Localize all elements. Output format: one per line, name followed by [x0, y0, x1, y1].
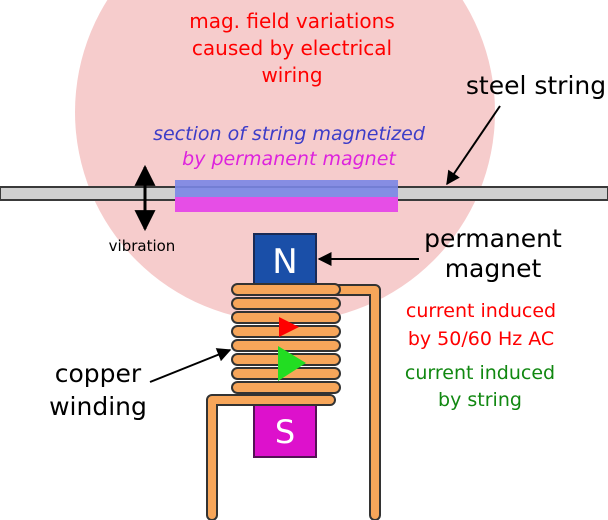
magnet-n-label: N [272, 242, 297, 282]
field-label-line1: mag. field variations [189, 9, 395, 33]
field-variation-region [75, 0, 495, 322]
current-ac-label-line1: current induced [406, 300, 556, 322]
string-current-arrow-icon [278, 346, 306, 381]
copper-label-line2: winding [49, 392, 147, 421]
section-label-line1: section of string magnetized [153, 123, 426, 145]
current-string-label-line1: current induced [405, 362, 555, 384]
magnet-n-block [253, 233, 317, 285]
steel-string-label: steel string [466, 71, 606, 100]
current-ac-label-line2: by 50/60 Hz AC [408, 328, 554, 350]
magnet-s-label: S [275, 413, 295, 451]
current-string-label-line2: by string [438, 389, 522, 411]
magnetized-section-top [175, 180, 398, 197]
magnetized-section-bottom [175, 197, 398, 212]
ac-current-arrow-icon [279, 317, 299, 337]
copper-label-line1: copper [55, 359, 142, 388]
vibration-label: vibration [109, 237, 176, 255]
steel-string-pointer [446, 105, 501, 186]
copper-winding [231, 283, 341, 394]
copper-lead-right [324, 284, 381, 520]
magnet-s-block [253, 403, 317, 458]
permanent-magnet-label-line2: magnet [445, 254, 542, 283]
permanent-magnet-label-line1: permanent [424, 224, 562, 253]
field-label-line3: wiring [261, 63, 322, 87]
copper-winding-pointer [149, 348, 232, 383]
section-label-line2: by permanent magnet [182, 148, 397, 170]
field-label-line2: caused by electrical [192, 36, 392, 60]
